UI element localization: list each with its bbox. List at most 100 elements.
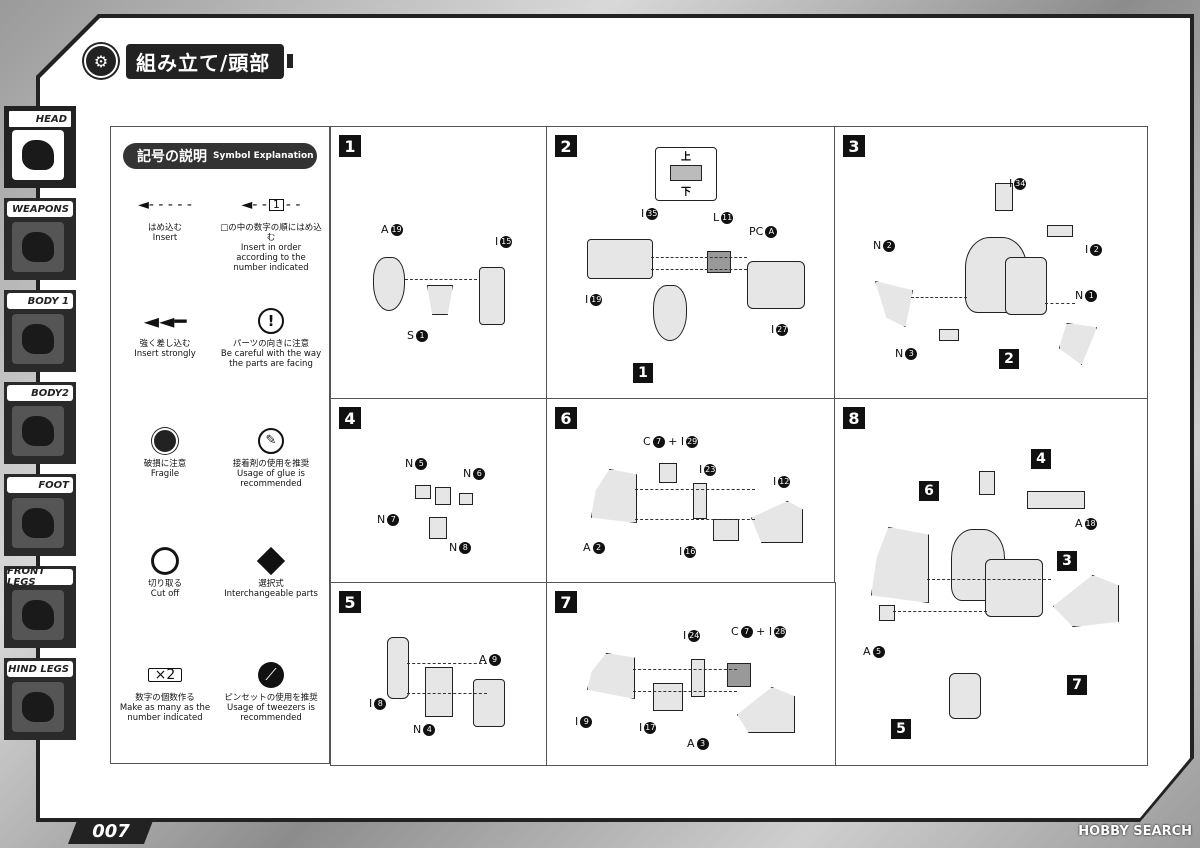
assembly-line xyxy=(633,669,737,670)
hind-legs-icon xyxy=(12,682,64,732)
header-tail xyxy=(287,54,294,68)
part-shape xyxy=(387,637,409,699)
legend-jp: パーツの向きに注意 xyxy=(232,339,310,349)
cut-icon xyxy=(113,543,217,579)
part-shape xyxy=(587,653,635,699)
part-shape xyxy=(427,285,453,315)
subassembly-tag: 2 xyxy=(999,349,1019,369)
part-shape xyxy=(1053,575,1119,627)
sidebar-item-body1[interactable]: BODY 1 xyxy=(4,290,76,372)
multiply-icon: ×2 xyxy=(113,657,217,693)
foot-icon xyxy=(12,498,64,548)
sidebar-item-label: FRONT LEGS xyxy=(7,566,73,588)
part-shape xyxy=(713,519,739,541)
legend-num: ×2 xyxy=(147,668,183,682)
sidebar-item-weapons[interactable]: WEAPONS xyxy=(4,198,76,280)
step-number: 6 xyxy=(555,407,577,429)
sidebar-item-body2[interactable]: BODY2 xyxy=(4,382,76,464)
orientation-callout: 上 下 xyxy=(655,147,717,201)
part-shape xyxy=(473,679,505,727)
part-shape xyxy=(653,683,683,711)
legend-item: ! パーツの向きに注意 Be careful with the way the … xyxy=(219,303,323,369)
part-shape xyxy=(875,281,913,327)
part-shape xyxy=(879,605,895,621)
step-number: 3 xyxy=(843,135,865,157)
section-header: ⚙ 組み立て/頭部 xyxy=(84,43,294,79)
legend-item: ✎ 接着剤の使用を推奨 Usage of glue is recommended xyxy=(219,423,323,489)
glue-icon: ✎ xyxy=(219,423,323,459)
assembly-line xyxy=(911,297,967,298)
part-shape xyxy=(1005,257,1047,315)
legend-en: Insert strongly xyxy=(134,349,196,359)
legend-en: Insert xyxy=(152,233,178,243)
part-shape xyxy=(373,257,405,311)
legend-item: 選択式 Interchangeable parts xyxy=(219,543,323,599)
part-shape xyxy=(415,485,431,499)
legend-jp: ピンセットの使用を推奨 xyxy=(224,693,318,703)
sidebar-item-front-legs[interactable]: FRONT LEGS xyxy=(4,566,76,648)
assembly-line xyxy=(1045,303,1075,304)
direction-down: 下 xyxy=(681,187,691,198)
part-shape xyxy=(459,493,473,505)
sidebar: HEAD WEAPONS BODY 1 BODY2 FOOT FRONT LEG… xyxy=(0,100,76,740)
part-shape xyxy=(871,527,929,603)
assembly-line xyxy=(651,257,747,258)
step-number: 2 xyxy=(555,135,577,157)
page-title: 組み立て/頭部 xyxy=(126,43,285,79)
legend-item: ◄- - - - - はめ込む Insert xyxy=(113,187,217,243)
step-number: 8 xyxy=(843,407,865,429)
legend-en: Usage of tweezers is recommended xyxy=(227,703,315,723)
part-shape xyxy=(1027,491,1085,509)
gear-icon: ⚙ xyxy=(84,44,118,78)
sidebar-item-label: WEAPONS xyxy=(7,201,73,217)
symbol-legend: 記号の説明 Symbol Explanation ◄- - - - - はめ込む… xyxy=(110,126,330,764)
dashed-arrow-icon: ◄- - - - - xyxy=(138,197,192,213)
legend-jp: はめ込む xyxy=(147,223,182,233)
sidebar-item-label: HEAD xyxy=(7,109,73,129)
part-shape xyxy=(1059,323,1097,365)
part-shape xyxy=(985,559,1043,617)
part-shape xyxy=(751,501,803,543)
sidebar-item-head[interactable]: HEAD xyxy=(4,106,76,188)
interchangeable-icon xyxy=(219,543,323,579)
part-shape xyxy=(653,285,687,341)
caution-icon: ! xyxy=(219,303,323,339)
body1-icon xyxy=(12,314,64,364)
legend-title: 記号の説明 Symbol Explanation xyxy=(123,143,317,169)
legend-num: 1 xyxy=(268,199,284,211)
part-shape xyxy=(737,687,795,733)
legend-title-jp: 記号の説明 xyxy=(137,149,207,165)
sidebar-item-foot[interactable]: FOOT xyxy=(4,474,76,556)
part-shape xyxy=(995,183,1013,211)
head-icon xyxy=(12,130,64,180)
sidebar-item-hind-legs[interactable]: HIND LEGS xyxy=(4,658,76,740)
assembly-line xyxy=(407,693,487,694)
assembly-line xyxy=(633,691,737,692)
legend-en: Cut off xyxy=(150,589,180,599)
part-shape xyxy=(479,267,505,325)
legend-en: Fragile xyxy=(150,469,180,479)
legend-jp: 切り取る xyxy=(147,579,182,589)
part-shape xyxy=(939,329,959,341)
subassembly-tag: 6 xyxy=(919,481,939,501)
legend-en: Make as many as the number indicated xyxy=(119,703,211,723)
